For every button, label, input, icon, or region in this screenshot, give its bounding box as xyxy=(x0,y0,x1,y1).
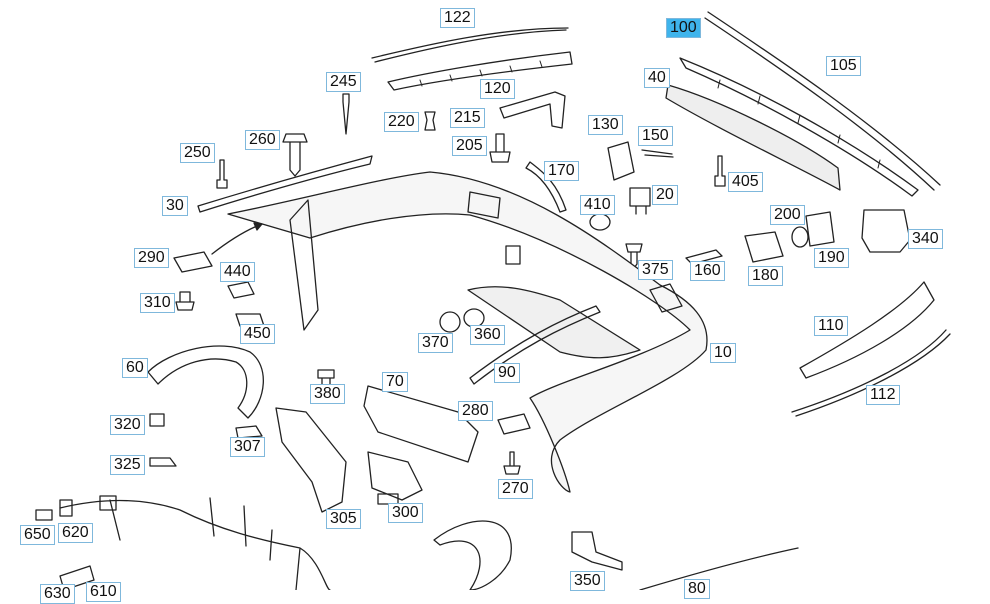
part-112-strip xyxy=(791,329,951,417)
callout-307[interactable]: 307 xyxy=(230,437,265,457)
part-215-bracket xyxy=(499,91,566,129)
callout-220[interactable]: 220 xyxy=(384,112,419,132)
part-180-sensor xyxy=(744,231,784,263)
callout-40[interactable]: 40 xyxy=(644,68,670,88)
part-220-clip xyxy=(424,111,436,131)
part-350-bracket xyxy=(571,531,623,571)
part-325-bracket xyxy=(149,457,177,467)
callout-150[interactable]: 150 xyxy=(638,126,673,146)
callout-90[interactable]: 90 xyxy=(494,363,520,383)
callout-30[interactable]: 30 xyxy=(162,196,188,216)
callout-100[interactable]: 100 xyxy=(666,18,701,38)
part-440-pad xyxy=(227,281,255,299)
callout-130[interactable]: 130 xyxy=(588,115,623,135)
callout-110[interactable]: 110 xyxy=(814,316,848,336)
callout-320[interactable]: 320 xyxy=(110,415,145,435)
callout-290[interactable]: 290 xyxy=(134,248,169,268)
callout-10[interactable]: 10 xyxy=(710,343,736,363)
callout-250[interactable]: 250 xyxy=(180,143,215,163)
callout-80[interactable]: 80 xyxy=(684,579,710,599)
callout-410[interactable]: 410 xyxy=(580,195,615,215)
part-40-panel xyxy=(665,84,841,191)
callout-650[interactable]: 650 xyxy=(20,525,55,545)
part-307-clip xyxy=(235,425,263,439)
callout-200[interactable]: 200 xyxy=(770,205,805,225)
callout-610[interactable]: 610 xyxy=(86,582,121,602)
part-190-ring xyxy=(791,226,809,248)
callout-260[interactable]: 260 xyxy=(245,130,280,150)
part-270-screw xyxy=(503,451,521,475)
callout-300[interactable]: 300 xyxy=(388,503,423,523)
part-290-clip xyxy=(173,251,213,273)
callout-630[interactable]: 630 xyxy=(40,584,75,604)
callout-112[interactable]: 112 xyxy=(866,385,900,405)
part-300-sensor xyxy=(367,451,423,505)
part-60-liner xyxy=(147,345,264,419)
part-100-strip xyxy=(704,11,941,191)
part-70-absorber xyxy=(363,385,479,463)
part-80-strip xyxy=(639,547,799,590)
callout-122[interactable]: 122 xyxy=(440,8,475,28)
part-30-strip xyxy=(197,155,373,213)
part-405-pin xyxy=(714,155,726,187)
part-205-screw xyxy=(489,133,511,163)
callout-105[interactable]: 105 xyxy=(826,56,861,76)
part-410-grommet xyxy=(589,213,611,231)
part-under-panel xyxy=(433,520,512,590)
callout-190[interactable]: 190 xyxy=(814,248,849,268)
callout-380[interactable]: 380 xyxy=(310,384,345,404)
callout-450[interactable]: 450 xyxy=(240,324,275,344)
callout-440[interactable]: 440 xyxy=(220,262,255,282)
callout-245[interactable]: 245 xyxy=(326,72,361,92)
part-150-wire xyxy=(641,149,674,158)
part-170-strip xyxy=(525,161,567,213)
callout-120[interactable]: 120 xyxy=(480,79,515,99)
callout-20[interactable]: 20 xyxy=(652,185,678,205)
callout-340[interactable]: 340 xyxy=(908,229,943,249)
part-245-pin xyxy=(342,93,350,135)
part-340-holder xyxy=(861,209,911,253)
parts-diagram xyxy=(35,11,951,590)
callout-370[interactable]: 370 xyxy=(418,333,453,353)
part-122-strip xyxy=(371,27,569,63)
part-120-trim xyxy=(387,51,573,91)
callout-180[interactable]: 180 xyxy=(748,266,783,286)
callout-405[interactable]: 405 xyxy=(728,172,763,192)
part-90-strip xyxy=(469,305,601,385)
callout-310[interactable]: 310 xyxy=(140,293,175,313)
part-105-trim xyxy=(679,57,919,197)
callout-160[interactable]: 160 xyxy=(690,261,725,281)
part-280-clip xyxy=(497,413,531,435)
part-370-nut xyxy=(439,311,461,333)
callout-280[interactable]: 280 xyxy=(458,401,493,421)
callout-350[interactable]: 350 xyxy=(570,571,605,591)
part-310-screw xyxy=(175,291,195,311)
callout-325[interactable]: 325 xyxy=(110,455,145,475)
part-110-trim xyxy=(799,281,935,379)
callout-305[interactable]: 305 xyxy=(326,509,361,529)
part-130-gasket xyxy=(607,141,635,181)
callout-360[interactable]: 360 xyxy=(470,325,505,345)
callout-270[interactable]: 270 xyxy=(498,479,533,499)
part-10-bumper xyxy=(227,171,708,493)
part-305-bracket xyxy=(275,407,347,513)
callout-205[interactable]: 205 xyxy=(452,136,487,156)
callout-70[interactable]: 70 xyxy=(382,372,408,392)
callout-170[interactable]: 170 xyxy=(544,161,579,181)
callout-375[interactable]: 375 xyxy=(638,260,673,280)
callout-215[interactable]: 215 xyxy=(450,108,485,128)
callout-60[interactable]: 60 xyxy=(122,358,148,378)
part-250-pin xyxy=(216,159,228,189)
part-20-bracket xyxy=(629,187,651,215)
part-320-clip xyxy=(149,413,165,427)
part-200-holder xyxy=(805,211,835,247)
part-620-harness xyxy=(59,497,331,590)
part-260-screw xyxy=(282,133,308,177)
callout-620[interactable]: 620 xyxy=(58,523,93,543)
